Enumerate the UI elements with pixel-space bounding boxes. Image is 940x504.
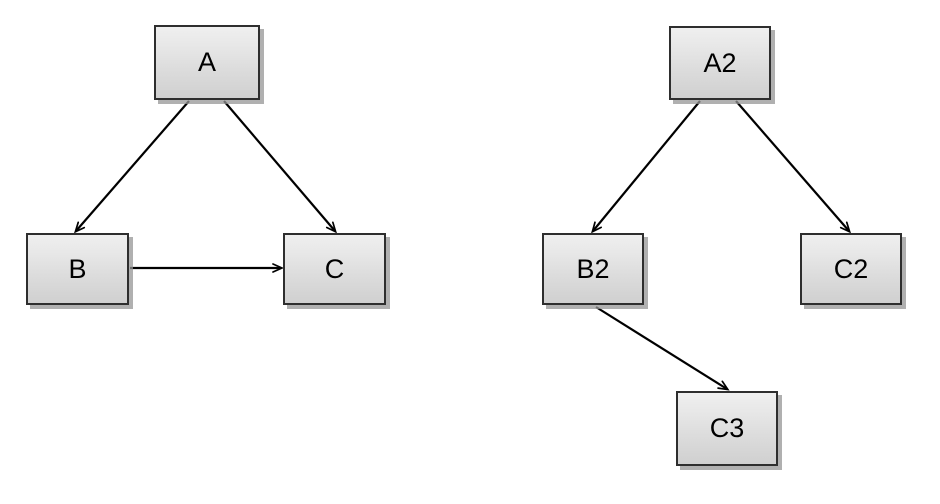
node-label-a: A (197, 47, 216, 77)
edges-group (76, 100, 849, 389)
edge-a-to-b[interactable] (76, 100, 190, 231)
node-label-c3: C3 (709, 413, 745, 443)
node-label-c: C (324, 253, 345, 284)
node-label-b: B (68, 253, 87, 284)
node-a[interactable]: A (154, 25, 260, 100)
edge-b2-to-c3[interactable] (595, 306, 727, 389)
node-label-b2: B2 (576, 253, 610, 284)
edge-a2-to-c2[interactable] (735, 100, 849, 231)
edge-a-to-c[interactable] (223, 100, 335, 231)
node-a2[interactable]: A2 (669, 26, 771, 100)
node-label-a2: A2 (703, 47, 737, 78)
node-label-c2: C2 (833, 253, 869, 284)
node-c2[interactable]: C2 (800, 233, 902, 305)
node-c[interactable]: C (283, 233, 386, 305)
edge-a2-to-b2[interactable] (593, 100, 701, 231)
node-b2[interactable]: B2 (542, 233, 644, 305)
node-c3[interactable]: C3 (676, 391, 778, 466)
node-b[interactable]: B (26, 233, 129, 305)
